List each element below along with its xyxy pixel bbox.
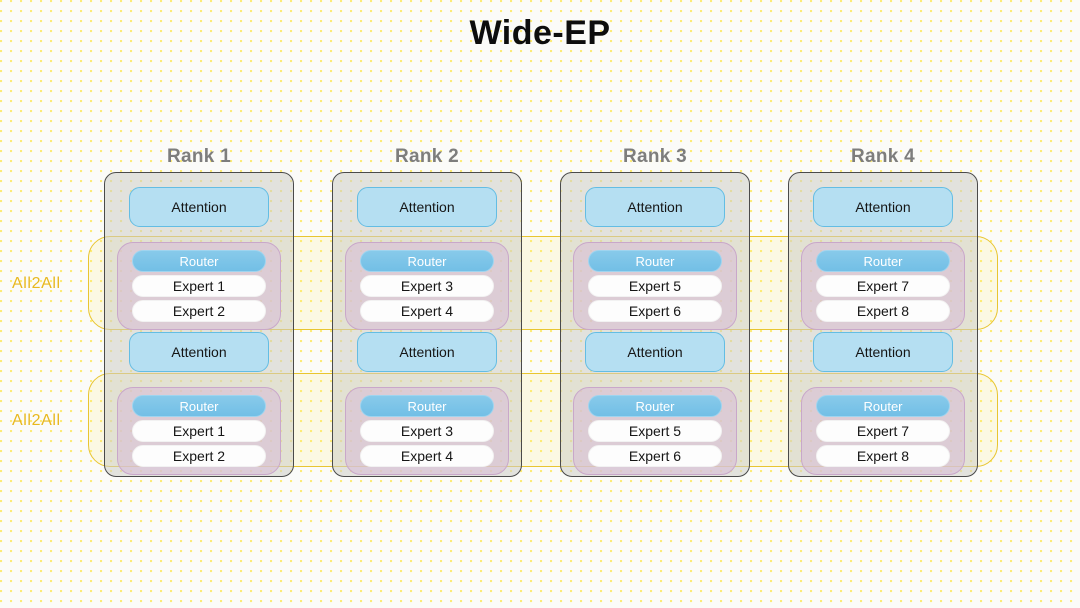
router-block-r4-l2: Router bbox=[816, 395, 950, 417]
rank-column-4: Rank 4 Attention Router Expert 7 Expert … bbox=[788, 146, 978, 477]
expert-block-r1-l2-1: Expert 2 bbox=[132, 445, 266, 467]
moe-block-r1-l1: Router Expert 1 Expert 2 bbox=[117, 242, 281, 330]
rank-column-1: Rank 1 Attention Router Expert 1 Expert … bbox=[104, 146, 294, 477]
rank-card-3: Attention Router Expert 5 Expert 6 Atten… bbox=[560, 172, 750, 477]
expert-block-r2-l2-0: Expert 3 bbox=[360, 420, 494, 442]
rank-column-2: Rank 2 Attention Router Expert 3 Expert … bbox=[332, 146, 522, 477]
rank-label-3: Rank 3 bbox=[622, 146, 688, 167]
expert-block-r3-l1-0: Expert 5 bbox=[588, 275, 722, 297]
expert-block-r3-l2-0: Expert 5 bbox=[588, 420, 722, 442]
attention-block-r2-l2: Attention bbox=[357, 332, 497, 372]
expert-block-r1-l2-0: Expert 1 bbox=[132, 420, 266, 442]
attention-block-r3-l1: Attention bbox=[585, 187, 725, 227]
attention-block-r1-l1: Attention bbox=[129, 187, 269, 227]
page-title: Wide-EP bbox=[469, 14, 611, 52]
moe-block-r3-l1: Router Expert 5 Expert 6 bbox=[573, 242, 737, 330]
rank-label-1: Rank 1 bbox=[166, 146, 232, 167]
moe-block-r2-l2: Router Expert 3 Expert 4 bbox=[345, 387, 509, 475]
router-block-r4-l1: Router bbox=[816, 250, 950, 272]
expert-block-r4-l1-0: Expert 7 bbox=[816, 275, 950, 297]
rank-label-4: Rank 4 bbox=[850, 146, 916, 167]
rank-card-4: Attention Router Expert 7 Expert 8 Atten… bbox=[788, 172, 978, 477]
attention-block-r2-l1: Attention bbox=[357, 187, 497, 227]
expert-block-r1-l1-0: Expert 1 bbox=[132, 275, 266, 297]
attention-block-r4-l2: Attention bbox=[813, 332, 953, 372]
router-block-r1-l1: Router bbox=[132, 250, 266, 272]
all2all-label-layer-1: All2All bbox=[12, 275, 61, 292]
attention-block-r1-l2: Attention bbox=[129, 332, 269, 372]
expert-block-r4-l1-1: Expert 8 bbox=[816, 300, 950, 322]
router-block-r1-l2: Router bbox=[132, 395, 266, 417]
rank-card-2: Attention Router Expert 3 Expert 4 Atten… bbox=[332, 172, 522, 477]
expert-block-r3-l1-1: Expert 6 bbox=[588, 300, 722, 322]
attention-block-r3-l2: Attention bbox=[585, 332, 725, 372]
moe-block-r1-l2: Router Expert 1 Expert 2 bbox=[117, 387, 281, 475]
all2all-label-layer-2: All2All bbox=[12, 412, 61, 429]
router-block-r3-l1: Router bbox=[588, 250, 722, 272]
router-block-r2-l1: Router bbox=[360, 250, 494, 272]
expert-block-r2-l1-0: Expert 3 bbox=[360, 275, 494, 297]
moe-block-r3-l2: Router Expert 5 Expert 6 bbox=[573, 387, 737, 475]
moe-block-r4-l2: Router Expert 7 Expert 8 bbox=[801, 387, 965, 475]
attention-block-r4-l1: Attention bbox=[813, 187, 953, 227]
expert-block-r2-l2-1: Expert 4 bbox=[360, 445, 494, 467]
moe-block-r4-l1: Router Expert 7 Expert 8 bbox=[801, 242, 965, 330]
router-block-r3-l2: Router bbox=[588, 395, 722, 417]
expert-block-r2-l1-1: Expert 4 bbox=[360, 300, 494, 322]
expert-block-r1-l1-1: Expert 2 bbox=[132, 300, 266, 322]
expert-block-r3-l2-1: Expert 6 bbox=[588, 445, 722, 467]
rank-label-2: Rank 2 bbox=[394, 146, 460, 167]
router-block-r2-l2: Router bbox=[360, 395, 494, 417]
expert-block-r4-l2-0: Expert 7 bbox=[816, 420, 950, 442]
rank-card-1: Attention Router Expert 1 Expert 2 Atten… bbox=[104, 172, 294, 477]
moe-block-r2-l1: Router Expert 3 Expert 4 bbox=[345, 242, 509, 330]
rank-column-3: Rank 3 Attention Router Expert 5 Expert … bbox=[560, 146, 750, 477]
expert-block-r4-l2-1: Expert 8 bbox=[816, 445, 950, 467]
